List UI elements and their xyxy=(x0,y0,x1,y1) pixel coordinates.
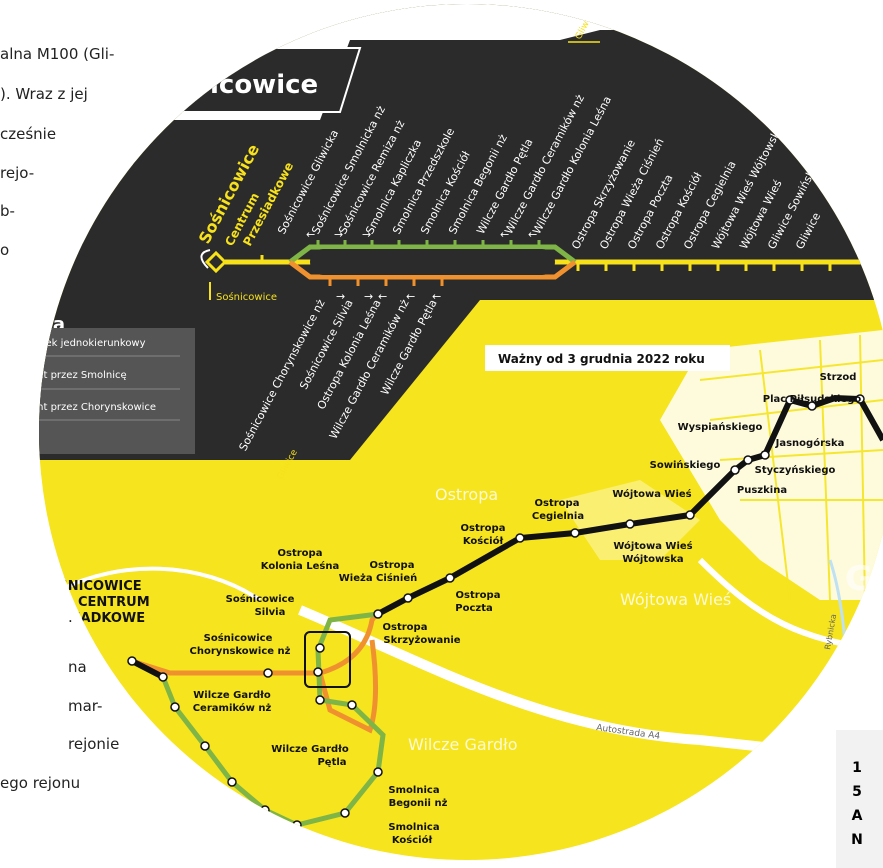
svg-text:←: ← xyxy=(406,290,415,303)
map-label-fragment: olnica xyxy=(150,822,184,833)
map-stop-label: Pętla xyxy=(317,757,346,768)
map-hub-label-2: CENTRUM xyxy=(78,595,150,610)
map-stop-label: Ostropa xyxy=(278,548,323,559)
map-stop-label: Ceramików nż xyxy=(193,702,272,714)
map-stop-label: Smolnica xyxy=(388,785,439,796)
map-stop-label: Wyspiańskiego xyxy=(678,421,763,433)
map-stop-label: Kolonia Leśna xyxy=(261,560,340,572)
svg-text:←: ← xyxy=(306,228,315,241)
page-number-char: 1 xyxy=(852,760,862,776)
main-stop-ticks xyxy=(260,255,832,271)
map-stop-label: Strzod xyxy=(820,372,857,383)
map-stop-label: Sowińskiego xyxy=(650,459,721,471)
map-label-fragment: nż xyxy=(108,702,121,713)
article-line: cześnie xyxy=(0,125,57,143)
map-stop-label: Ostropa xyxy=(370,560,415,571)
page-number-char: N xyxy=(851,832,863,848)
svg-text:→: → xyxy=(364,290,373,303)
map-stop-label: Silvia xyxy=(255,607,286,618)
map-stop-label: Jasnogórska xyxy=(775,437,845,449)
direction-arrows-lower: → → ← ← ← xyxy=(336,290,441,303)
article-line: o xyxy=(0,241,10,259)
diagram-side-text: sy xyxy=(118,149,143,173)
area-label-g: G xyxy=(845,559,873,599)
area-label-ostropa: Ostropa xyxy=(435,485,498,504)
map-stop-label: Ostropa xyxy=(456,590,501,601)
map-stop-label: Sośnicowice xyxy=(204,632,273,644)
map-stop-label: Ostropa xyxy=(535,498,580,509)
diagram-title: icowice xyxy=(210,70,318,100)
map-stop-label: Smolnica xyxy=(388,822,439,833)
article-line: ). Wraz z jej xyxy=(0,85,88,103)
map-stop-label: Kościół xyxy=(392,834,433,846)
article-line: b- xyxy=(0,202,15,220)
route-green-smolnica xyxy=(160,611,386,828)
svg-text:→: → xyxy=(336,290,345,303)
area-label-wojtowa: Wójtowa Wieś xyxy=(620,590,731,609)
street-grid xyxy=(699,334,883,601)
map-label-fragment: wice xyxy=(98,689,124,700)
map-stop-label: Begonii nż xyxy=(389,798,448,809)
page-number-char: 5 xyxy=(852,784,862,800)
article-line: mar- xyxy=(68,697,103,715)
hub-below-label: Sośnicowice xyxy=(216,291,277,303)
svg-text:←: ← xyxy=(378,290,387,303)
map-stop-label: Styczyńskiego xyxy=(755,464,836,476)
map-stop-label: Plac Piłsudskiego xyxy=(763,394,862,405)
page-sidebar xyxy=(836,730,883,868)
upper-stop-ticks xyxy=(316,240,541,247)
validity-label: Ważny od 3 grudnia 2022 roku xyxy=(498,352,705,366)
svg-text:←: ← xyxy=(500,228,509,241)
article-line: rejonie xyxy=(68,735,120,753)
article-line: na xyxy=(68,658,87,676)
direction-arrows-upper: ← → → ← ← xyxy=(306,228,537,241)
legend-item-chorynskowice: ariant przez Chorynskowice xyxy=(18,402,156,413)
area-label-wilcze: Wilcze Gardło xyxy=(408,735,517,754)
map-stop-label: Puszkina xyxy=(737,485,787,496)
map-stop-label: Ostropa xyxy=(383,622,428,633)
validity-box xyxy=(485,345,730,371)
article-line: alna M100 (Gli- xyxy=(0,45,115,63)
map-label-fragment: nica xyxy=(135,767,158,778)
page-number-char: A xyxy=(851,808,863,824)
detail-frame xyxy=(304,631,351,688)
map-stop-label: Cegielnia xyxy=(532,511,584,522)
map-stop-label: Sośnicowice xyxy=(226,593,295,605)
map-stop-label: Wójtowska xyxy=(622,553,683,565)
map-hub-label-1: SOŚNICOWICE xyxy=(38,578,142,594)
map-stop-label: Wójtowa Wieś xyxy=(612,488,691,500)
page-number: 1 5 A N xyxy=(846,760,868,848)
lower-stop-ticks xyxy=(328,277,444,286)
legend-item-smolnica: ariant przez Smolnicę xyxy=(18,370,127,381)
road-secondary xyxy=(59,566,262,602)
map-hub-label-3: ZESIADKOWE xyxy=(48,611,145,626)
map-stop-label: Kościół xyxy=(463,535,504,547)
map-stop-label: Poczta xyxy=(455,603,492,614)
legend-box xyxy=(39,328,195,454)
map-stop-label: Wójtowa Wieś xyxy=(613,540,692,552)
svg-text:→: → xyxy=(362,228,371,241)
map-stop-label: Ostropa xyxy=(461,523,506,534)
map-stop-label: Wilcze Gardło xyxy=(271,744,349,755)
road-a4 xyxy=(298,605,883,765)
article-line: . xyxy=(68,608,73,626)
article-line: ego rejonu xyxy=(0,774,81,792)
map-stop-label: Wieża Ciśnień xyxy=(339,572,417,584)
legend-item-oneway: ystanek jednokierunkowy xyxy=(18,338,146,349)
map-stop-label: Skrzyżowanie xyxy=(383,635,460,646)
svg-text:→: → xyxy=(334,228,343,241)
svg-text:←: ← xyxy=(432,290,441,303)
svg-text:←: ← xyxy=(528,228,537,241)
article-line: rejo- xyxy=(0,164,35,182)
map-stop-label: Wilcze Gardło xyxy=(193,690,271,701)
map-stop-label: Chorynskowice nż xyxy=(190,646,291,657)
